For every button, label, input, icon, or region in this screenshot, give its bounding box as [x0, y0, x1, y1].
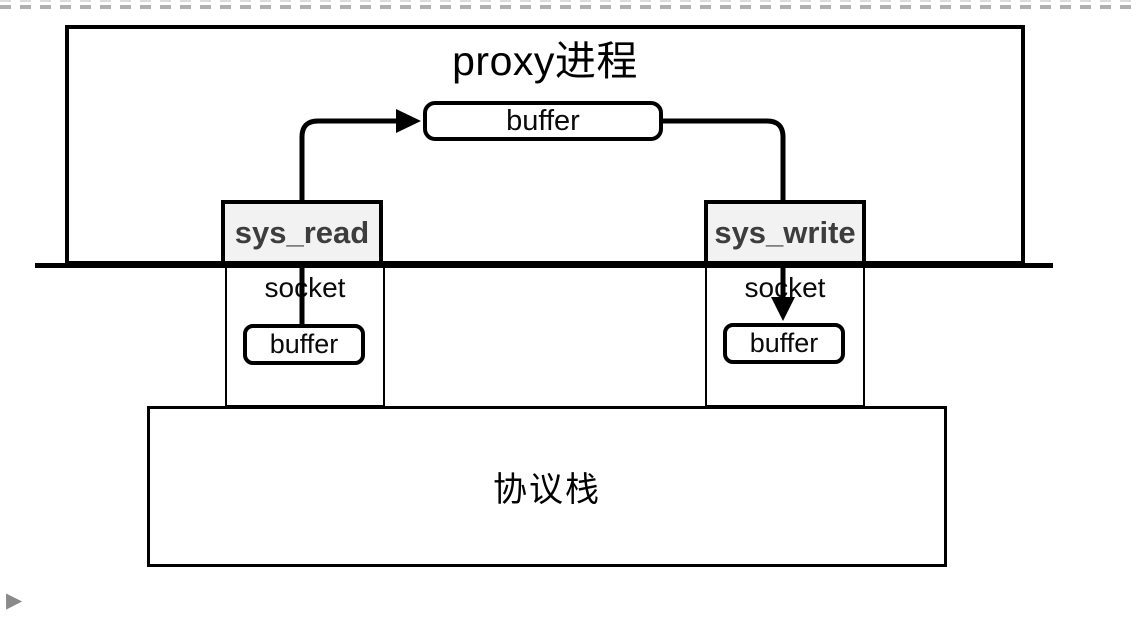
read-to-buffer-arrowhead-icon: [396, 109, 421, 133]
proxy-buffer-box: buffer: [423, 101, 663, 141]
dashed-separator: [0, 5, 1136, 9]
proxy-process-title: proxy进程: [452, 38, 638, 84]
protocol-stack-label: 协议栈: [493, 471, 601, 509]
write-to-socket-buffer-arrowhead-icon: [771, 297, 795, 321]
sys-read-box: sys_read: [221, 200, 383, 265]
bullet-triangle-icon: ▶: [6, 589, 23, 612]
buffer-to-write-line: [663, 118, 786, 210]
protocol-stack-box: 协议栈: [147, 406, 947, 567]
sys-write-box: sys_write: [704, 200, 866, 265]
read-to-buffer-line: [299, 118, 397, 212]
dashed-separator-faint: [0, 0, 1136, 2]
left-socket-buffer-box: buffer: [243, 324, 365, 365]
right-socket-buffer-box: buffer: [723, 323, 845, 364]
kernel-boundary-line: [35, 263, 1053, 268]
left-socket-label: socket: [264, 272, 346, 303]
